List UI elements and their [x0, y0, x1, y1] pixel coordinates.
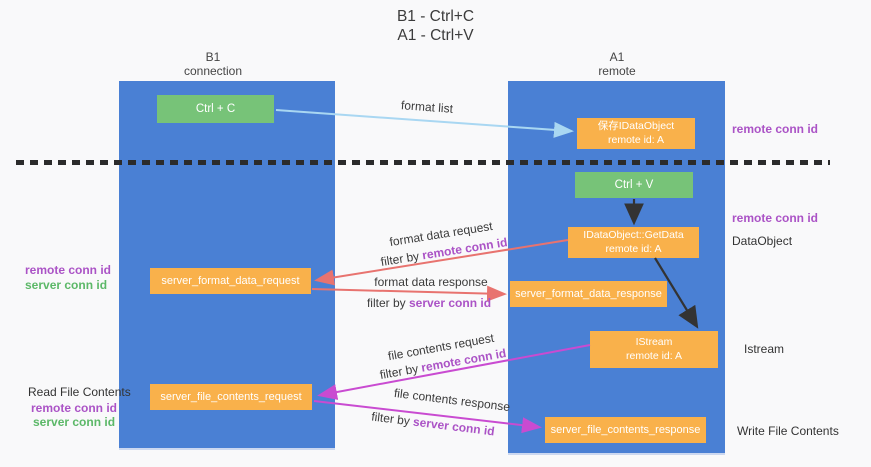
filter-by-text: filter by: [379, 248, 424, 269]
format-data-response-filter-label: filter by server conn id: [367, 296, 491, 310]
lane-a1-subtitle: remote: [598, 64, 636, 78]
filter-by-text: filter by: [370, 409, 414, 429]
server-file-contents-response-box: server_file_contents_response: [545, 417, 706, 443]
filter-by-text: filter by: [366, 296, 409, 310]
right-remote-conn-id-mid: remote conn id: [732, 211, 819, 225]
left-server-conn-id-bottom: server conn id: [33, 415, 116, 429]
arrow-format-data-response: [311, 285, 507, 302]
write-file-contents-label: Write File Contents: [737, 424, 839, 438]
istream-box: IStream remote id: A: [590, 331, 718, 368]
save-idataobject-line2: remote id: A: [607, 133, 665, 146]
server-format-data-response-label: server_format_data_response: [515, 287, 662, 300]
istream-line2: remote id: A: [625, 349, 683, 362]
phase-separator-dashed-line: [16, 160, 830, 165]
server-file-contents-request-box: server_file_contents_request: [150, 384, 312, 410]
server-file-contents-response-label: server_file_contents_response: [550, 423, 701, 436]
lane-header-a1: A1 remote: [567, 50, 667, 78]
title-line-1: B1 - Ctrl+C: [396, 8, 475, 25]
server-conn-id-highlight: server conn id: [408, 296, 492, 310]
format-data-response-label: format data response: [374, 275, 488, 289]
filter-by-text: filter by: [378, 360, 423, 383]
right-remote-conn-id-top: remote conn id: [732, 122, 819, 136]
server-format-data-request-label: server_format_data_request: [161, 274, 300, 287]
save-idataobject-line1: 保存IDataObject: [597, 119, 675, 132]
getdata-line1: IDataObject::GetData: [583, 228, 684, 241]
lane-a1-name: A1: [609, 50, 625, 64]
format-list-label: format list: [400, 98, 454, 116]
title-line-2: A1 - Ctrl+V: [397, 27, 474, 44]
save-idataobject-box: 保存IDataObject remote id: A: [577, 118, 695, 149]
idataobject-getdata-box: IDataObject::GetData remote id: A: [568, 227, 699, 258]
ctrl-c-box: Ctrl + C: [157, 95, 274, 123]
lane-b1-name: B1: [205, 50, 221, 64]
left-server-conn-id-top: server conn id: [25, 278, 108, 292]
read-file-contents-label: Read File Contents: [28, 385, 131, 399]
ctrl-c-label: Ctrl + C: [195, 102, 236, 115]
server-file-contents-request-label: server_file_contents_request: [160, 390, 302, 403]
getdata-line2: remote id: A: [605, 242, 662, 255]
left-remote-conn-id-bottom: remote conn id: [31, 401, 118, 415]
file-contents-response-filter-label: filter by server conn id: [371, 409, 496, 438]
lane-header-b1: B1 connection: [163, 50, 263, 78]
ctrl-v-box: Ctrl + V: [575, 172, 693, 198]
istream-line1: IStream: [635, 335, 673, 348]
dataobject-label: DataObject: [732, 234, 793, 248]
server-conn-id-highlight: server conn id: [412, 414, 496, 439]
page-title: B1 - Ctrl+C A1 - Ctrl+V: [0, 7, 871, 45]
server-format-data-response-box: server_format_data_response: [510, 281, 667, 307]
left-remote-conn-id-top: remote conn id: [25, 263, 112, 277]
lane-b1-subtitle: connection: [183, 64, 243, 78]
ctrl-v-label: Ctrl + V: [614, 178, 654, 191]
left-conn-id-pair-top: remote conn id server conn id: [25, 263, 112, 293]
server-format-data-request-box: server_format_data_request: [150, 268, 311, 294]
istream-side-label: Istream: [744, 342, 785, 356]
file-contents-response-label: file contents response: [393, 385, 511, 415]
